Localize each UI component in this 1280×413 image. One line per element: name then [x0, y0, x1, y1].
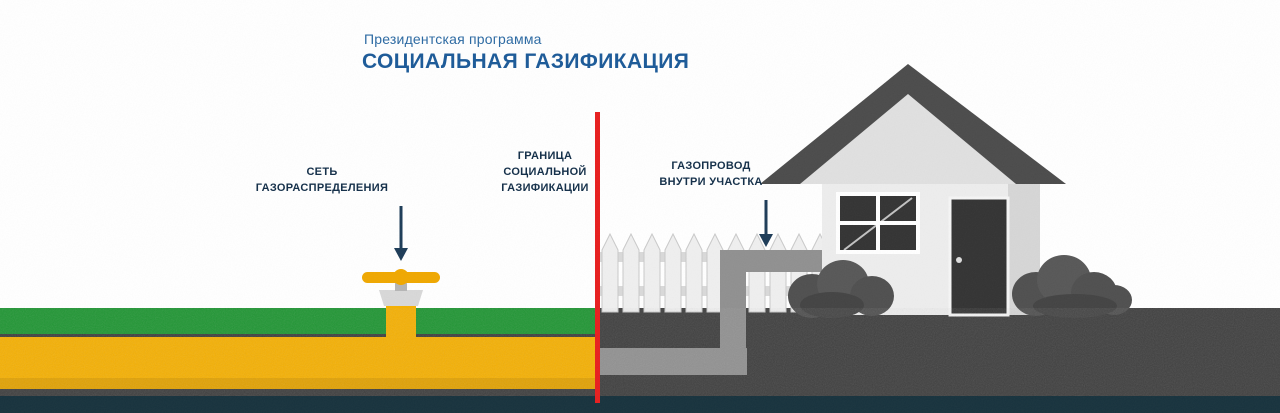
label-gas-network-line1: СЕТЬ [306, 166, 338, 178]
page-title: СОЦИАЛЬНАЯ ГАЗИФИКАЦИЯ [362, 50, 690, 73]
label-plot-pipeline-line1: ГАЗОПРОВОД [671, 160, 751, 172]
label-plot-pipeline: ГАЗОПРОВОД ВНУТРИ УЧАСТКА [646, 158, 776, 190]
label-boundary: ГРАНИЦА СОЦИАЛЬНОЙ ГАЗИФИКАЦИИ [485, 148, 605, 196]
label-gas-network: СЕТЬ ГАЗОРАСПРЕДЕЛЕНИЯ [240, 164, 404, 196]
program-label: Президентская программа [364, 31, 542, 47]
label-boundary-line1: ГРАНИЦА [517, 150, 573, 162]
label-plot-pipeline-line2: ВНУТРИ УЧАСТКА [659, 176, 763, 188]
label-boundary-line2: СОЦИАЛЬНОЙ [503, 166, 587, 178]
label-gas-network-line2: ГАЗОРАСПРЕДЕЛЕНИЯ [255, 182, 389, 194]
label-boundary-line3: ГАЗИФИКАЦИИ [501, 182, 589, 194]
